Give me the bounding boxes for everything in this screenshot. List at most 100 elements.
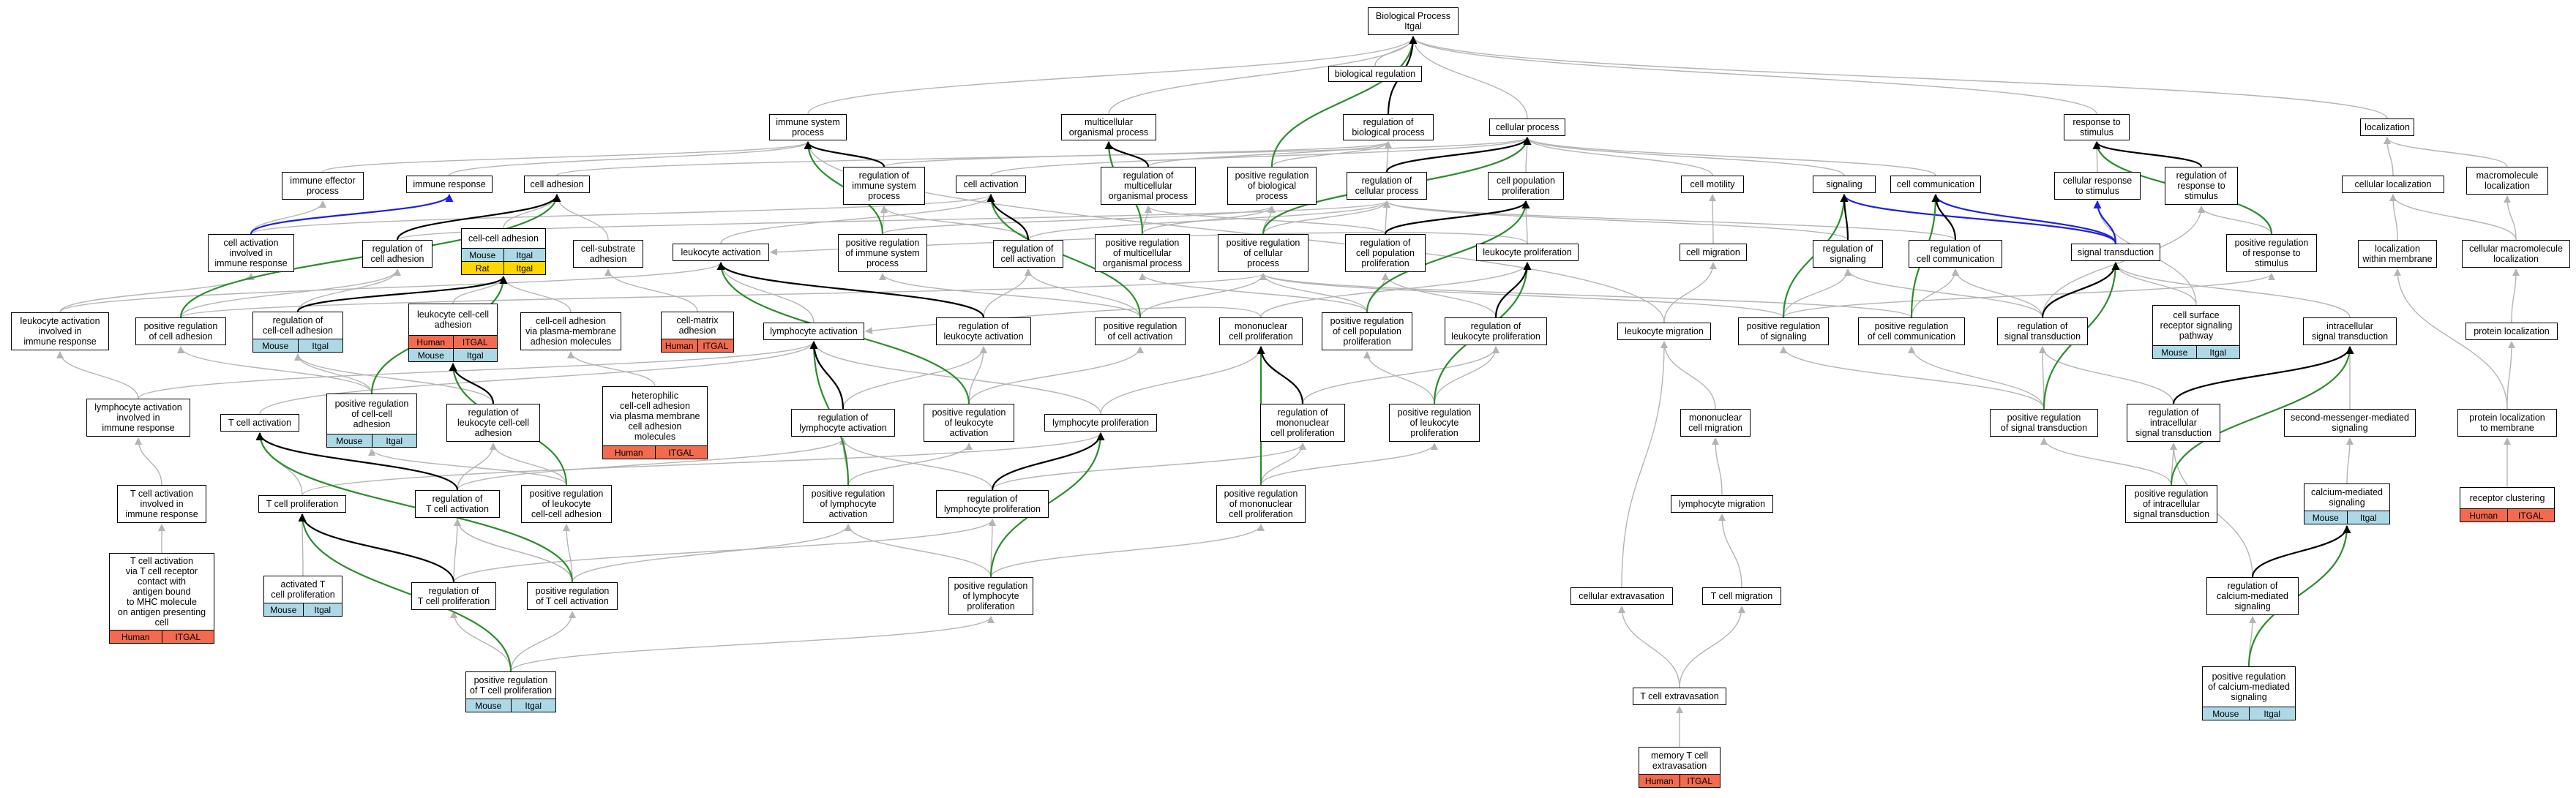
- edge-t-cell-extravasation-to-cellular-extravasation: [1618, 606, 1680, 688]
- edge-positive-regulation-of-cell-activation-to-positive-regulation-of-cellular-process: [1139, 273, 1267, 318]
- edge-t-cell-migration-to-lymphocyte-migration: [1718, 513, 1742, 588]
- edge-lymphocyte-proliferation-to-lymphocyte-activation: [810, 341, 1101, 415]
- edge-lymphocyte-activation-involved-in-immune-response-to-lymphocyte-activation: [138, 341, 817, 399]
- go-term-label: lymphocyte proliferation: [1052, 418, 1149, 428]
- annotation-badge-human: Human: [110, 631, 162, 643]
- go-term-positive-regulation-of-signaling: positive regulation of signaling: [1738, 317, 1829, 345]
- go-term-positive-regulation-of-multicellular-organismal-process: positive regulation of multicellular org…: [1095, 234, 1190, 272]
- go-term-label: positive regulation of leukocyte prolife…: [1397, 407, 1472, 438]
- go-term-label: positive regulation of biological proces…: [1235, 170, 1309, 201]
- edge-cell-activation-involved-in-immune-response-to-cell-activation: [250, 194, 995, 235]
- go-term-cell-migration: cell migration: [1680, 244, 1747, 261]
- edge-cellular-macromolecule-localization-to-macromolecule-localization: [2504, 195, 2517, 241]
- edge-regulation-of-t-cell-proliferation-to-regulation-of-t-cell-activation: [453, 519, 461, 583]
- go-term-leukocyte-migration: leukocyte migration: [1617, 323, 1711, 340]
- annotation-badge-mouse: Itgal: [297, 339, 342, 352]
- edge-lymphocyte-migration-to-mononuclear-cell-migration: [1712, 437, 1723, 496]
- edge-regulation-of-calcium-mediated-signaling-to-calcium-mediated-signaling: [2251, 525, 2351, 578]
- go-term-positive-regulation-of-lymphocyte-proliferation: positive regulation of lymphocyte prolif…: [948, 577, 1033, 615]
- go-term-t-cell-migration: T cell migration: [1702, 587, 1781, 605]
- edge-regulation-of-t-cell-activation-to-regulation-of-lymphocyte-activation: [457, 437, 847, 491]
- go-term-label: regulation of T cell activation: [426, 494, 489, 514]
- go-term-label: cell adhesion: [530, 179, 584, 189]
- edge-positive-regulation-of-t-cell-activation-to-positive-regulation-of-leukocyte-cell-cell-adhesion: [563, 524, 573, 583]
- go-term-label: cell-substrate adhesion: [580, 244, 636, 264]
- edge-leukocyte-activation-involved-in-immune-response-to-leukocyte-activation: [59, 262, 724, 313]
- go-term-positive-regulation-of-cell-cell-adhesion: positive regulation of cell-cell adhesio…: [326, 394, 417, 448]
- go-term-mononuclear-cell-migration: mononuclear cell migration: [1680, 409, 1751, 437]
- go-term-label: T cell activation involved in immune res…: [125, 489, 198, 519]
- go-term-t-cell-activation: T cell activation: [220, 414, 299, 432]
- go-term-positive-regulation-of-biological-process: positive regulation of biological proces…: [1227, 167, 1317, 205]
- annotation-badge-mouse: Itgal: [510, 699, 555, 712]
- go-term-label: T cell migration: [1710, 591, 1773, 601]
- edge-intracellular-signal-transduction-to-signal-transduction: [2112, 262, 2351, 318]
- go-term-regulation-of-lymphocyte-activation: regulation of lymphocyte activation: [791, 409, 895, 437]
- annotation-badge-mouse: Itgal: [452, 349, 497, 361]
- annotation-badge-mouse: Itgal: [371, 434, 416, 447]
- go-term-label: positive regulation of leukocyte cell-ce…: [529, 489, 604, 519]
- go-term-label: T cell extravasation: [1640, 691, 1719, 701]
- go-term-label: positive regulation of immune system pro…: [845, 238, 920, 268]
- go-term-label: intracellular signal transduction: [2311, 321, 2389, 342]
- go-term-cellular-extravasation: cellular extravasation: [1570, 587, 1673, 605]
- edge-regulation-of-cell-activation-to-regulation-of-immune-system-process: [880, 206, 1029, 241]
- edge-positive-regulation-of-signaling-to-positive-regulation-of-cellular-process: [1259, 273, 1784, 318]
- go-term-regulation-of-intracellular-signal-transduction: regulation of intracellular signal trans…: [2127, 404, 2220, 442]
- annotation-badge-human: ITGAL: [452, 336, 497, 348]
- edge-activated-t-cell-proliferation-to-t-cell-proliferation: [299, 513, 307, 576]
- annotation-badge-human: Human: [662, 339, 697, 352]
- edge-lymphocyte-proliferation-to-mononuclear-cell-proliferation: [1100, 346, 1265, 415]
- go-term-label: cell motility: [1690, 179, 1735, 189]
- edge-regulation-of-t-cell-proliferation-to-regulation-of-lymphocyte-proliferation: [453, 519, 996, 583]
- edge-regulation-of-cell-cell-adhesion-to-cell-cell-adhesion: [296, 276, 508, 312]
- edge-macromolecule-localization-to-localization: [2384, 137, 2508, 167]
- edge-cell-matrix-adhesion-to-cell-substrate-adhesion: [604, 268, 698, 312]
- edge-cell-activation-involved-in-immune-response-to-immune-response: [250, 194, 454, 235]
- go-term-label: positive regulation of T cell activation: [535, 586, 610, 606]
- go-term-macromolecule-localization: macromolecule localization: [2466, 167, 2548, 195]
- edge-positive-regulation-of-biological-process-to-regulation-of-biological-process: [1271, 141, 1392, 167]
- edge-regulation-of-signaling-to-regulation-of-cellular-process: [1383, 200, 1849, 241]
- edge-positive-regulation-of-lymphocyte-proliferation-to-positive-regulation-of-mononuclear-cell-proliferation: [990, 524, 1265, 578]
- go-term-label: T cell proliferation: [266, 499, 339, 509]
- go-term-t-cell-extravasation: T cell extravasation: [1633, 688, 1726, 705]
- go-term-response-to-stimulus: response to stimulus: [2064, 114, 2130, 140]
- edge-signal-transduction-to-cell-communication: [1931, 194, 2117, 244]
- go-term-regulation-of-leukocyte-proliferation: regulation of leukocyte proliferation: [1445, 317, 1547, 345]
- go-term-label: lymphocyte activation: [770, 326, 858, 336]
- go-term-label: protein localization: [2474, 326, 2550, 336]
- go-term-label: positive regulation of cell communicatio…: [1867, 321, 1956, 342]
- go-term-cellular-localization: cellular localization: [2342, 176, 2444, 193]
- go-term-label: macromolecule localization: [2476, 170, 2539, 191]
- edge-heterophilic-cell-cell-adhesion-to-cell-cell-adhesion-via-plasma-membrane-adhesion-molecules: [567, 351, 656, 387]
- annotation-badge-mouse: Itgal: [2346, 511, 2389, 524]
- edge-immune-system-process-to-bp: [807, 36, 1417, 115]
- go-term-label: leukocyte proliferation: [1483, 247, 1572, 257]
- go-term-label: signaling: [1826, 179, 1862, 189]
- go-term-label: cell surface receptor signaling pathway: [2160, 310, 2233, 341]
- go-term-lymphocyte-migration: lymphocyte migration: [1671, 495, 1773, 513]
- annotation-badge-rat: Itgal: [503, 262, 545, 274]
- go-term-label: leukocyte migration: [1625, 326, 1704, 336]
- go-term-label: mononuclear cell migration: [1688, 413, 1742, 433]
- edge-positive-regulation-of-signal-transduction-to-positive-regulation-of-signaling: [1780, 346, 2045, 410]
- go-term-regulation-of-response-to-stimulus: regulation of response to stimulus: [2165, 167, 2238, 205]
- edge-positive-regulation-of-cell-population-proliferation-to-positive-regulation-of-multicellular-organismal-process: [1139, 273, 1368, 313]
- go-term-cell-substrate-adhesion: cell-substrate adhesion: [573, 240, 643, 268]
- edge-positive-regulation-of-t-cell-proliferation-to-regulation-of-t-cell-proliferation: [450, 611, 512, 672]
- edge-positive-regulation-of-cellular-process-to-regulation-of-cellular-process: [1262, 200, 1390, 235]
- go-term-protein-localization-to-membrane: protein localization to membrane: [2457, 409, 2557, 437]
- go-term-label: regulation of immune system process: [852, 170, 916, 201]
- go-term-cell-cell-adhesion-via-plasma-membrane-adhesion-molecules: cell-cell adhesion via plasma-membrane a…: [520, 312, 621, 350]
- go-term-label: positive regulation of intracellular sig…: [2133, 489, 2210, 519]
- edge-regulation-of-cell-communication-to-cell-communication: [1931, 194, 1957, 241]
- edge-cell-migration-to-cell-motility: [1709, 194, 1717, 244]
- go-term-regulation-of-cell-communication: regulation of cell communication: [1909, 240, 2002, 268]
